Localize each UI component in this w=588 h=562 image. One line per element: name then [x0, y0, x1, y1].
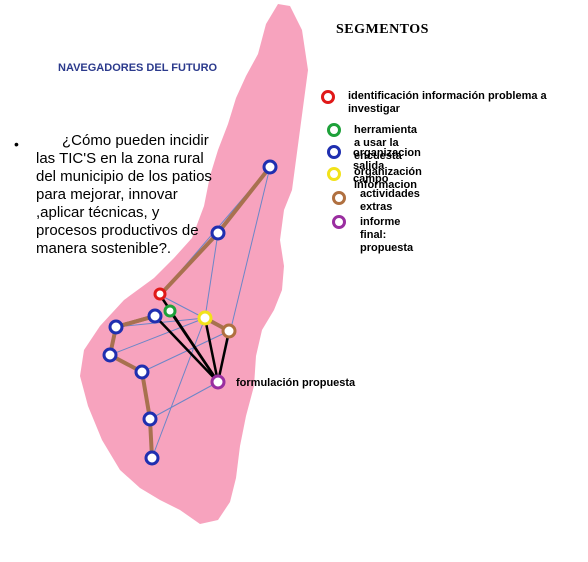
green-ring-icon — [327, 123, 341, 137]
municipality-region — [80, 4, 308, 524]
brown-ring-icon — [332, 191, 346, 205]
node-blue-left-3 — [134, 364, 150, 380]
legend-item-identificacion: identificación información problema a in… — [348, 90, 547, 115]
node-red — [153, 287, 167, 301]
research-question: ¿Cómo pueden incidir las TIC'S en la zon… — [36, 132, 212, 257]
node-blue-left-1 — [108, 319, 124, 335]
diagram-title: SEGMENTOS — [336, 22, 429, 37]
legend-item-informe-final: informe final: propuesta — [360, 216, 414, 254]
red-ring-icon — [321, 90, 335, 104]
question-bullet: • — [14, 136, 19, 152]
legend-item-organizacion-informacion: organización informacion — [354, 166, 422, 191]
node-brown — [221, 323, 237, 339]
node-blue-left-4 — [142, 411, 158, 427]
blue-ring-icon — [327, 145, 341, 159]
node-blue-upper — [210, 225, 226, 241]
node-blue-bottom — [144, 450, 160, 466]
node-blue-left-2 — [102, 347, 118, 363]
formulation-node-label: formulación propuesta — [236, 377, 356, 389]
legend-item-actividades-extras: actividades extras — [360, 188, 420, 213]
node-blue-mid — [147, 308, 163, 324]
purple-ring-icon — [332, 215, 346, 229]
node-purple-formulation — [210, 374, 226, 390]
legend-item-salida-campo: organizacion salida campo — [353, 147, 421, 185]
node-yellow — [197, 310, 213, 326]
yellow-ring-icon — [327, 167, 341, 181]
node-green — [163, 304, 177, 318]
diagram-subtitle: NAVEGADORES DEL FUTURO — [58, 62, 218, 74]
legend-item-herramienta: herramienta a usar la encuesta — [354, 124, 417, 162]
node-blue-top — [262, 159, 278, 175]
